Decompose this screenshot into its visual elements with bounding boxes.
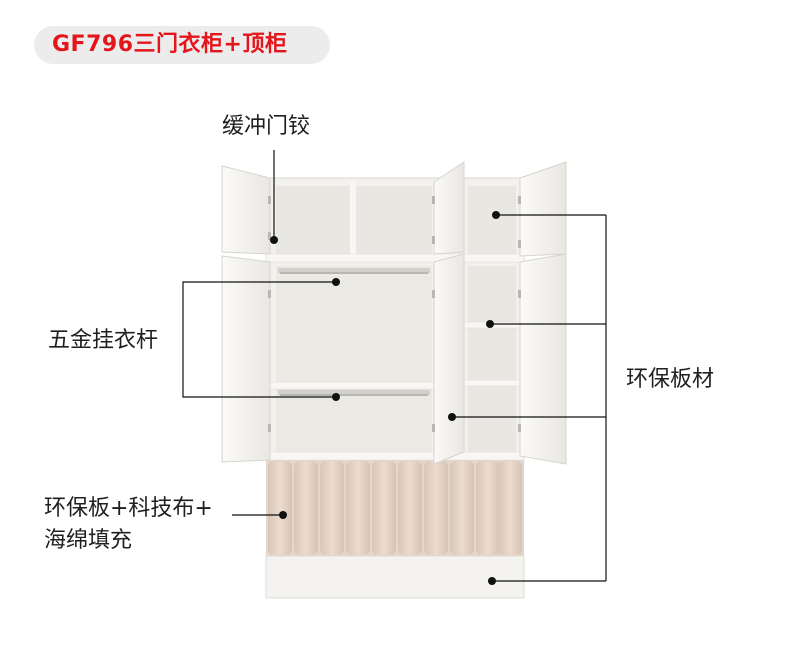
hanging-rail-upper xyxy=(278,268,430,274)
page-title: GF796三门衣柜+顶柜 xyxy=(52,32,288,57)
label-headboard-line1: 环保板+科技布+ xyxy=(44,496,213,521)
right-top-door xyxy=(518,161,567,257)
label-rail: 五金挂衣杆 xyxy=(48,328,159,353)
right-bottom-door xyxy=(518,253,567,465)
callout-headboard xyxy=(232,511,287,519)
base-drawer xyxy=(265,555,525,599)
label-board: 环保板材 xyxy=(626,367,715,392)
title-pill xyxy=(34,26,330,64)
hanging-rail-lower xyxy=(278,390,430,396)
callout-board xyxy=(448,211,607,585)
middle-bottom-door xyxy=(432,253,465,465)
middle-top-door xyxy=(432,161,465,255)
upholstered-panel xyxy=(266,460,524,556)
left-top-door xyxy=(221,165,271,255)
label-headboard-line2: 海绵填充 xyxy=(44,528,133,553)
upholstery-strips xyxy=(268,461,522,555)
callout-rail xyxy=(182,278,340,401)
wardrobe-carcass xyxy=(265,177,525,461)
left-bottom-door xyxy=(221,255,271,463)
label-hinge: 缓冲门铰 xyxy=(222,114,311,139)
callout-hinge xyxy=(270,150,278,244)
